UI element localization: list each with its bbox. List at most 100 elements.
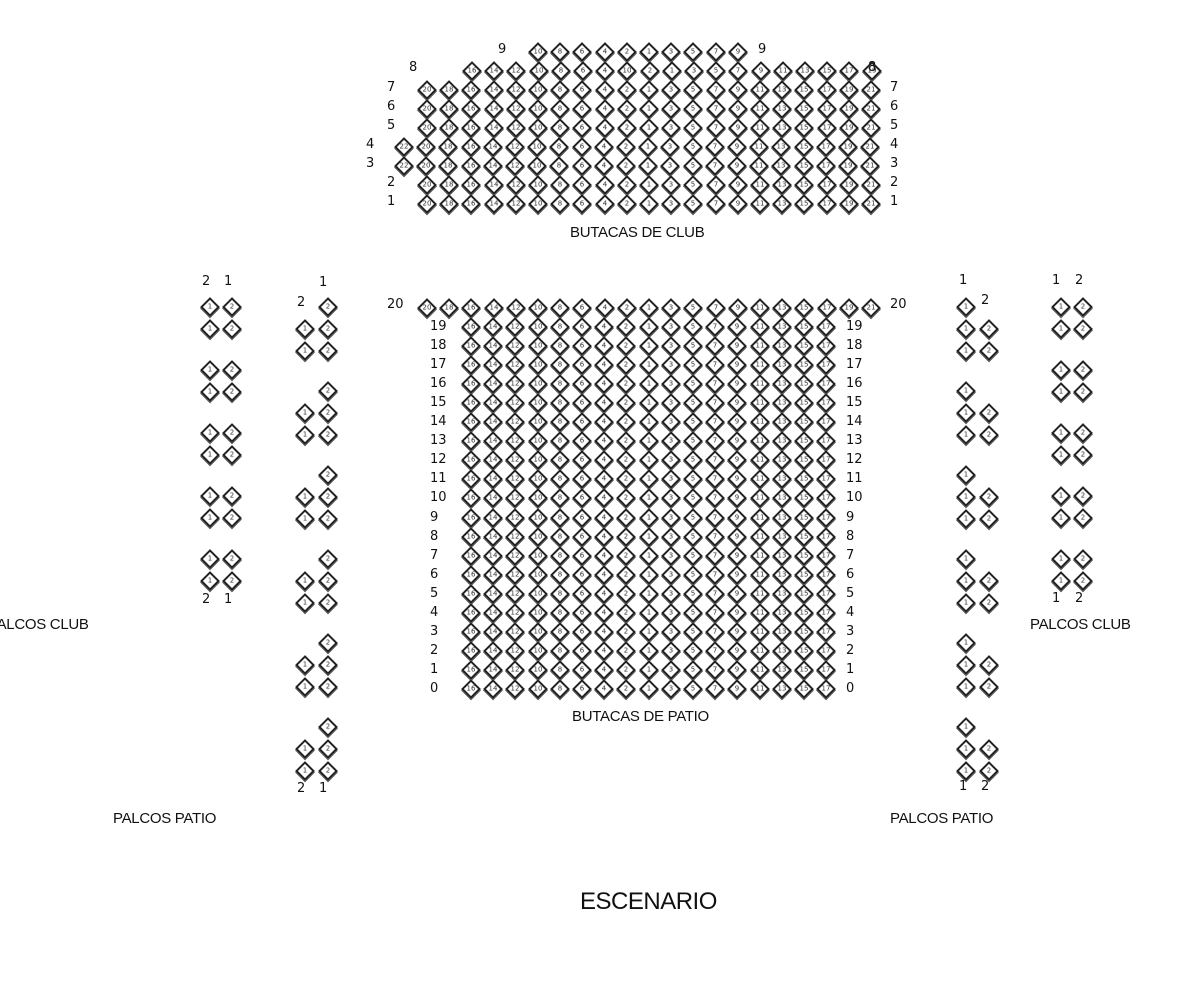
- patio-seat[interactable]: 3: [660, 679, 681, 699]
- patio-seat[interactable]: 11: [749, 526, 770, 547]
- patio-seat[interactable]: 9: [727, 640, 748, 661]
- club-seat[interactable]: 15: [794, 80, 815, 100]
- palcos-patio-left-box-seat[interactable]: 2: [318, 549, 338, 569]
- club-seat[interactable]: 1: [638, 156, 659, 176]
- patio-seat[interactable]: 3: [660, 469, 681, 490]
- patio-seat[interactable]: 17: [816, 355, 837, 375]
- patio-seat[interactable]: 7: [705, 507, 726, 528]
- patio-seat[interactable]: 6: [572, 602, 592, 623]
- club-seat[interactable]: 21: [861, 99, 881, 119]
- club-seat[interactable]: 21: [860, 137, 881, 157]
- patio-seat[interactable]: 5: [683, 412, 703, 433]
- patio-seat[interactable]: 14: [483, 431, 504, 452]
- club-seat[interactable]: 4: [594, 99, 615, 119]
- club-seat[interactable]: 14: [484, 61, 505, 81]
- patio-seat[interactable]: 16: [461, 469, 481, 490]
- patio-seat[interactable]: 6: [572, 298, 593, 318]
- club-seat[interactable]: 3: [684, 61, 704, 81]
- club-seat[interactable]: 8: [550, 42, 571, 62]
- patio-seat[interactable]: 6: [572, 640, 592, 661]
- palcos-club-left-box-seat[interactable]: 2: [222, 549, 242, 569]
- club-seat[interactable]: 20: [417, 175, 437, 195]
- club-seat[interactable]: 17: [816, 175, 837, 195]
- patio-seat[interactable]: 4: [594, 393, 615, 414]
- patio-seat[interactable]: 10: [527, 659, 548, 680]
- palcos-patio-right-box-seat[interactable]: 2: [979, 509, 999, 529]
- club-seat[interactable]: 17: [815, 137, 836, 157]
- palcos-patio-right-box-seat[interactable]: 2: [979, 761, 999, 781]
- patio-seat[interactable]: 1: [638, 317, 659, 337]
- patio-seat[interactable]: 5: [683, 298, 704, 318]
- club-seat[interactable]: 11: [750, 175, 770, 195]
- patio-seat[interactable]: 17: [816, 336, 837, 356]
- club-seat[interactable]: 10: [528, 175, 548, 195]
- palcos-patio-right-box-seat[interactable]: 2: [979, 739, 999, 759]
- patio-seat[interactable]: 15: [794, 602, 814, 623]
- patio-seat[interactable]: 12: [505, 526, 526, 547]
- club-seat[interactable]: 3: [661, 42, 682, 62]
- patio-seat[interactable]: 7: [705, 298, 726, 318]
- patio-seat[interactable]: 2: [616, 374, 637, 395]
- patio-seat[interactable]: 9: [727, 659, 748, 680]
- palcos-patio-left-box-seat[interactable]: 2: [318, 593, 338, 613]
- club-seat[interactable]: 4: [594, 118, 615, 138]
- club-seat[interactable]: 8: [550, 61, 571, 81]
- palcos-patio-right-box-seat[interactable]: 1: [956, 465, 976, 485]
- palcos-patio-left-box-seat[interactable]: 2: [318, 677, 338, 697]
- club-seat[interactable]: 14: [482, 137, 503, 157]
- patio-seat[interactable]: 7: [705, 317, 726, 337]
- patio-seat[interactable]: 1: [638, 583, 659, 604]
- club-seat[interactable]: 10: [528, 61, 549, 81]
- patio-seat[interactable]: 3: [660, 412, 681, 433]
- patio-seat[interactable]: 6: [572, 545, 592, 566]
- patio-seat[interactable]: 5: [683, 679, 703, 699]
- club-seat[interactable]: 8: [550, 80, 571, 100]
- palcos-patio-right-box-seat[interactable]: 2: [979, 487, 999, 507]
- patio-seat[interactable]: 14: [483, 355, 504, 375]
- patio-seat[interactable]: 8: [549, 374, 570, 395]
- patio-seat[interactable]: 12: [505, 317, 526, 337]
- patio-seat[interactable]: 15: [794, 679, 814, 699]
- patio-seat[interactable]: 10: [527, 640, 548, 661]
- patio-seat[interactable]: 4: [594, 679, 615, 699]
- patio-seat[interactable]: 2: [616, 469, 637, 490]
- palcos-club-left-box-seat[interactable]: 2: [222, 508, 242, 528]
- club-seat[interactable]: 5: [683, 99, 704, 119]
- patio-seat[interactable]: 15: [794, 507, 814, 528]
- club-seat[interactable]: 5: [683, 80, 704, 100]
- palcos-patio-right-box-seat[interactable]: 1: [956, 403, 976, 423]
- patio-seat[interactable]: 5: [683, 621, 703, 642]
- patio-seat[interactable]: 21: [861, 298, 881, 318]
- club-seat[interactable]: 4: [594, 194, 615, 214]
- patio-seat[interactable]: 1: [638, 488, 659, 509]
- patio-seat[interactable]: 11: [749, 393, 770, 414]
- patio-seat[interactable]: 19: [838, 298, 859, 318]
- patio-seat[interactable]: 9: [727, 298, 748, 318]
- patio-seat[interactable]: 1: [638, 355, 659, 375]
- club-seat[interactable]: 2: [616, 118, 637, 138]
- palcos-patio-left-box-seat[interactable]: 1: [295, 403, 315, 423]
- patio-seat[interactable]: 16: [461, 298, 482, 318]
- club-seat[interactable]: 19: [838, 175, 859, 195]
- patio-seat[interactable]: 17: [816, 298, 837, 318]
- palcos-patio-left-box-seat[interactable]: 2: [318, 655, 338, 675]
- patio-seat[interactable]: 17: [816, 488, 837, 509]
- club-seat[interactable]: 7: [704, 156, 725, 176]
- patio-seat[interactable]: 1: [638, 374, 659, 395]
- patio-seat[interactable]: 10: [527, 412, 548, 433]
- club-seat[interactable]: 4: [594, 175, 615, 195]
- palcos-patio-right-box-seat[interactable]: 1: [956, 509, 976, 529]
- patio-seat[interactable]: 17: [816, 450, 837, 471]
- patio-seat[interactable]: 9: [727, 336, 748, 356]
- patio-seat[interactable]: 10: [527, 621, 548, 642]
- patio-seat[interactable]: 16: [461, 602, 481, 623]
- club-seat[interactable]: 8: [550, 194, 571, 214]
- palcos-club-left-box-seat[interactable]: 1: [200, 486, 220, 506]
- palcos-club-left-box-seat[interactable]: 1: [200, 382, 220, 402]
- patio-seat[interactable]: 14: [483, 526, 504, 547]
- patio-seat[interactable]: 12: [505, 621, 526, 642]
- club-seat[interactable]: 12: [505, 194, 526, 214]
- palcos-patio-right-box-seat[interactable]: 1: [956, 341, 976, 361]
- patio-seat[interactable]: 14: [483, 412, 504, 433]
- club-seat[interactable]: 8: [550, 99, 571, 119]
